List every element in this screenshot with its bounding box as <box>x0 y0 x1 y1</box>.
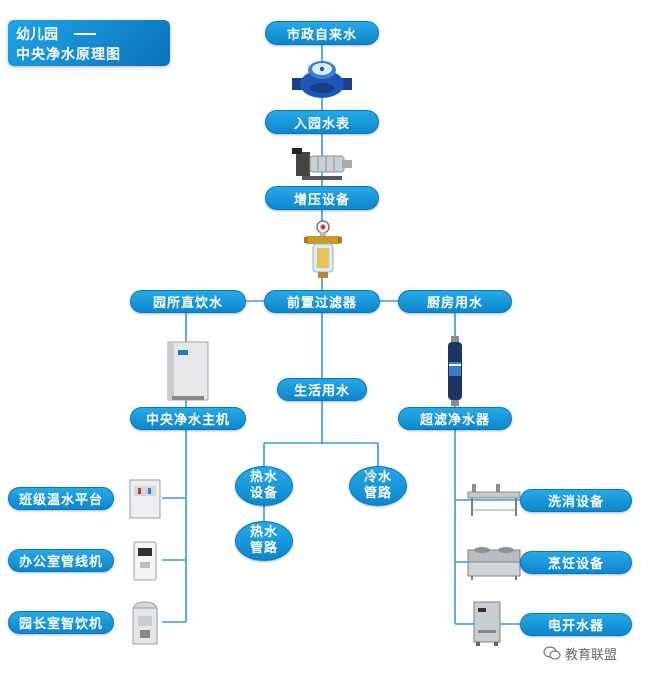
node-office-dispenser: 办公室管线机 <box>8 549 114 572</box>
node-booster: 增压设备 <box>265 186 379 210</box>
purifier-cabinet-icon <box>167 341 209 401</box>
kitchen-equipment-icon <box>467 547 521 580</box>
node-dishwasher: 洗消设备 <box>520 489 632 512</box>
node-uf-purifier: 超滤净水器 <box>398 407 512 430</box>
cold-water-pipe-line-2: 管路 <box>363 486 392 501</box>
node-central-host: 中央净水主机 <box>130 407 246 430</box>
hot-water-pipe-line-2: 管路 <box>249 541 278 556</box>
node-cooking: 烹饪设备 <box>520 551 632 574</box>
title-line-2: 中央净水原理图 <box>16 47 121 63</box>
water-dispenser-icon <box>133 541 157 581</box>
diagram-title: 幼儿园 中央净水原理图 <box>8 20 170 66</box>
uf-filter-icon <box>448 336 462 406</box>
node-municipal-water: 市政自来水 <box>265 21 379 45</box>
node-direct-drinking: 园所直饮水 <box>130 290 246 313</box>
node-director-dispenser: 园长室智饮机 <box>8 611 114 634</box>
watermark-text: 教育联盟 <box>565 648 618 663</box>
node-domestic-water: 生活用水 <box>277 378 367 401</box>
hot-water-pipe-line-1: 热水 <box>249 525 278 540</box>
booster-pump-icon <box>292 148 352 180</box>
hot-water-equipment-line-1: 热水 <box>249 470 278 485</box>
node-electric-boiler: 电开水器 <box>520 613 632 636</box>
water-dispenser-icon <box>129 479 161 519</box>
kitchen-equipment-icon <box>467 484 521 516</box>
node-hot-water-equipment: 热水 设备 <box>235 466 293 506</box>
node-cold-water-pipe: 冷水 管路 <box>349 466 407 506</box>
node-pre-filter: 前置过滤器 <box>264 290 380 313</box>
node-class-platform: 班级温水平台 <box>8 487 114 510</box>
cold-water-pipe-line-1: 冷水 <box>363 470 392 485</box>
water-meter-icon <box>292 61 352 98</box>
wechat-icon <box>543 646 561 660</box>
kitchen-equipment-icon <box>473 601 501 646</box>
watermark: 教育联盟 <box>543 644 617 663</box>
node-kitchen-water: 厨房用水 <box>398 290 512 313</box>
node-hot-water-pipe: 热水 管路 <box>235 521 293 561</box>
node-water-meter: 入园水表 <box>265 110 379 134</box>
pre-filter-icon <box>304 220 342 278</box>
water-dispenser-icon <box>132 601 158 645</box>
hot-water-equipment-line-2: 设备 <box>249 486 278 501</box>
title-dash <box>74 33 96 35</box>
title-line-1: 幼儿园 <box>16 27 58 43</box>
